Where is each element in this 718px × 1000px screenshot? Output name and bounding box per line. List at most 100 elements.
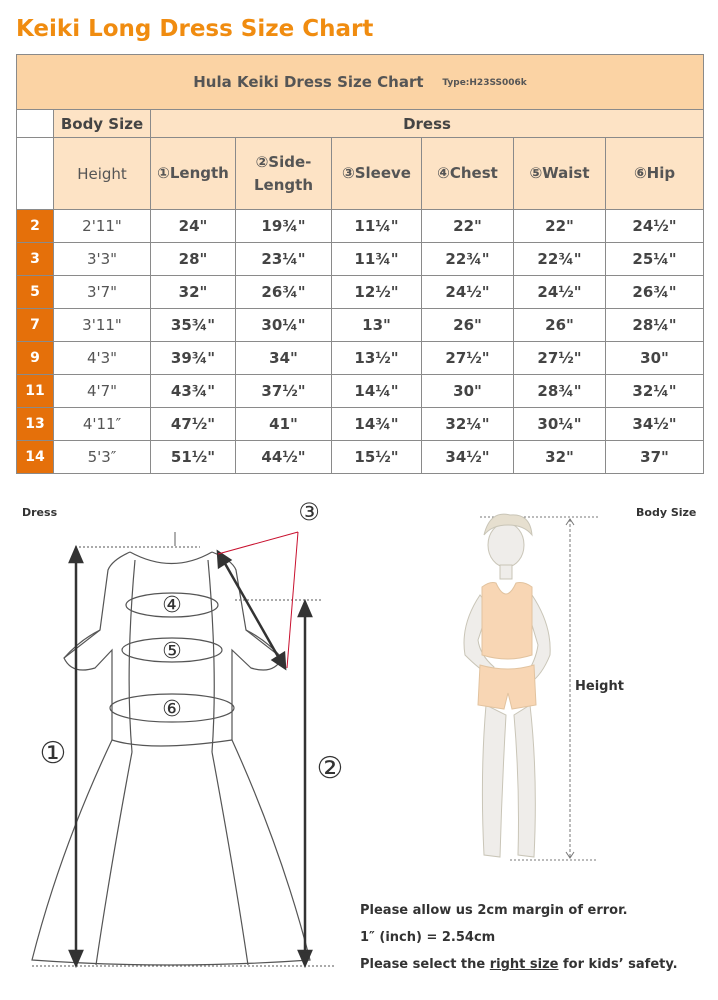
note-safety: Please select the right size for kids’ s… — [360, 951, 678, 978]
length-cell: 39¾" — [150, 341, 236, 375]
chest-cell: 22¾" — [421, 242, 514, 276]
col-hip: ⑥Hip — [604, 137, 705, 210]
side-length-cell: 34" — [235, 341, 332, 375]
marker-6: ⑥ — [162, 697, 182, 722]
length-cell: 35¾" — [150, 308, 236, 342]
body-size-label: Body Size — [636, 506, 697, 519]
col-waist: ⑤Waist — [513, 137, 606, 210]
length-cell: 28" — [150, 242, 236, 276]
col-sleeve: ③Sleeve — [331, 137, 422, 210]
waist-cell: 24½" — [513, 275, 606, 309]
size-cell: 14 — [16, 440, 54, 474]
size-cell: 7 — [16, 308, 54, 342]
waist-cell: 22¾" — [513, 242, 606, 276]
hip-cell: 37" — [604, 440, 705, 474]
marker-1: ① — [40, 736, 67, 771]
col-side-length: ②Side-Length — [235, 137, 332, 210]
side-length-cell: 44½" — [235, 440, 332, 474]
note-safety-post: for kids’ safety. — [558, 957, 678, 972]
note-safety-pre: Please select the — [360, 957, 490, 972]
height-cell: 4'3" — [53, 341, 151, 375]
page-title: Keiki Long Dress Size Chart — [16, 16, 374, 42]
waist-cell: 27½" — [513, 341, 606, 375]
chest-cell: 32¼" — [421, 407, 514, 441]
size-cell: 2 — [16, 209, 54, 243]
sleeve-cell: 13½" — [331, 341, 422, 375]
col-chest: ④Chest — [421, 137, 514, 210]
hip-cell: 25¼" — [604, 242, 705, 276]
note-safety-em: right size — [489, 957, 559, 972]
marker-3: ③ — [298, 498, 320, 526]
height-cell: 4'11″ — [53, 407, 151, 441]
height-label: Height — [575, 679, 624, 694]
notes: Please allow us 2cm margin of error. 1″ … — [360, 897, 678, 978]
banner-type: Type:H23SS006k — [442, 77, 527, 88]
chest-cell: 24½" — [421, 275, 514, 309]
hip-cell: 28¼" — [604, 308, 705, 342]
side-length-cell: 41" — [235, 407, 332, 441]
col-length: ①Length — [150, 137, 236, 210]
height-cell: 3'11" — [53, 308, 151, 342]
size-cell: 13 — [16, 407, 54, 441]
size-cell: 5 — [16, 275, 54, 309]
col-height: Height — [53, 137, 151, 210]
chest-cell: 26" — [421, 308, 514, 342]
banner-title: Hula Keiki Dress Size Chart — [193, 73, 424, 91]
hip-cell: 26¾" — [604, 275, 705, 309]
sleeve-cell: 13" — [331, 308, 422, 342]
size-cell: 9 — [16, 341, 54, 375]
group-dress: Dress — [149, 109, 705, 138]
length-cell: 47½" — [150, 407, 236, 441]
blank-cell — [16, 109, 54, 138]
size-cell: 3 — [16, 242, 54, 276]
sleeve-cell: 14¾" — [331, 407, 422, 441]
marker-2: ② — [317, 751, 344, 786]
waist-cell: 28¾" — [513, 374, 606, 408]
length-cell: 24" — [150, 209, 236, 243]
sleeve-cell: 12½" — [331, 275, 422, 309]
blank-cell — [16, 137, 54, 210]
child-mannequin-figure — [463, 513, 598, 861]
hip-cell: 34½" — [604, 407, 705, 441]
side-length-cell: 23¼" — [235, 242, 332, 276]
chest-cell: 27½" — [421, 341, 514, 375]
waist-cell: 30¼" — [513, 407, 606, 441]
column-header-row: Height ①Length ②Side-Length ③Sleeve ④Che… — [16, 137, 705, 210]
height-cell: 5'3″ — [53, 440, 151, 474]
height-cell: 4'7" — [53, 374, 151, 408]
side-length-cell: 26¾" — [235, 275, 332, 309]
sleeve-cell: 11¾" — [331, 242, 422, 276]
length-cell: 51½" — [150, 440, 236, 474]
sleeve-cell: 14¼" — [331, 374, 422, 408]
height-cell: 3'3" — [53, 242, 151, 276]
group-header-row: Body Size Dress — [16, 109, 705, 138]
hip-cell: 30" — [604, 341, 705, 375]
marker-5: ⑤ — [162, 639, 182, 664]
note-margin: Please allow us 2cm margin of error. — [360, 903, 628, 918]
hip-cell: 32¼" — [604, 374, 705, 408]
waist-cell: 32" — [513, 440, 606, 474]
waist-cell: 26" — [513, 308, 606, 342]
side-length-cell: 37½" — [235, 374, 332, 408]
size-cell: 11 — [16, 374, 54, 408]
side-length-cell: 30¼" — [235, 308, 332, 342]
height-cell: 3'7" — [53, 275, 151, 309]
dress-diagram: ① ② ③ ④ ⑤ ⑥ — [31, 498, 344, 969]
table-banner: Hula Keiki Dress Size Chart Type:H23SS00… — [15, 54, 705, 110]
marker-4: ④ — [162, 593, 182, 618]
waist-cell: 22" — [513, 209, 606, 243]
length-cell: 43¾" — [150, 374, 236, 408]
height-cell: 2'11" — [53, 209, 151, 243]
size-chart-table: Hula Keiki Dress Size Chart Type:H23SS00… — [15, 54, 705, 474]
group-body-size: Body Size — [53, 109, 151, 138]
length-cell: 32" — [150, 275, 236, 309]
